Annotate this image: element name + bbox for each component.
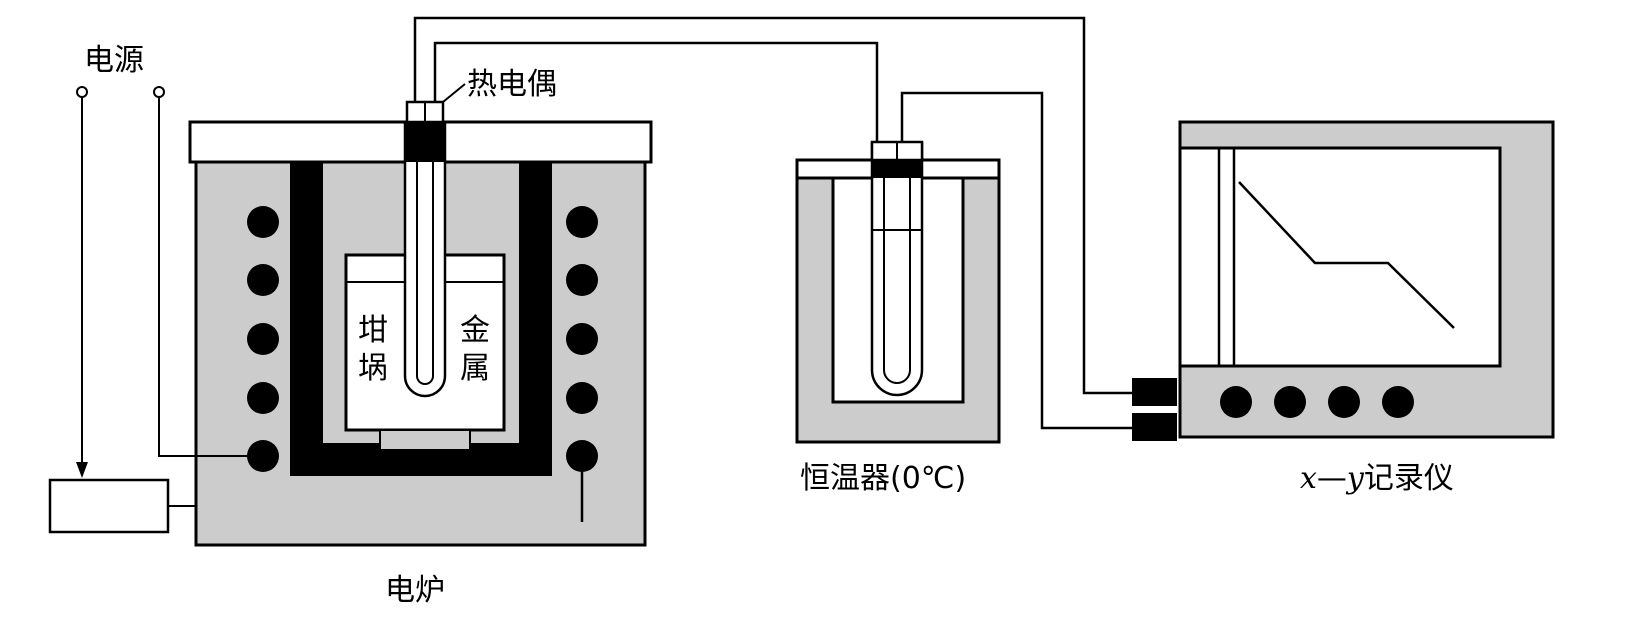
thermostat-label: 恒温器(0℃) [800, 461, 966, 496]
power-terminal-left [76, 86, 88, 98]
thermostat [795, 140, 1001, 444]
recorder-label-text: 记录仪 [1364, 461, 1454, 496]
power-source [48, 86, 263, 534]
cooling-curve [1238, 181, 1455, 329]
heating-coil-right-4 [566, 382, 598, 414]
arrow-head-icon [76, 462, 88, 478]
wire-thermocouple-to-thermostat [433, 41, 879, 142]
heating-coil-left-1 [247, 206, 279, 238]
thermocouple-tube-inner [416, 130, 434, 385]
thermocouple-probe [403, 100, 447, 398]
power-wire-right [158, 97, 263, 457]
thermocouple-seal [405, 122, 445, 162]
metal-label-1: 金 [460, 313, 490, 348]
heating-coil-left-3 [247, 323, 279, 355]
recorder-knob-1 [1220, 386, 1252, 418]
recorder-knob-2 [1274, 386, 1306, 418]
reference-tube-inner [883, 178, 911, 384]
controller-box [48, 478, 170, 534]
wire-thermostat-to-recorder [900, 91, 1137, 430]
recorder-input-jack-2 [1132, 413, 1177, 441]
thermocouple-label: 热电偶 [467, 67, 557, 102]
heating-coil-right-1 [566, 206, 598, 238]
reference-seal [872, 160, 922, 178]
power-source-label: 电源 [84, 43, 144, 78]
heating-coil-right-2 [566, 264, 598, 296]
reference-tube-outer [870, 142, 924, 397]
heating-coil-left-2 [247, 264, 279, 296]
crucible-base [379, 429, 471, 451]
thermocouple-tube-outer [403, 122, 447, 398]
recorder-screen [1178, 146, 1502, 368]
power-terminal-right [153, 86, 165, 98]
heating-coil-left-4 [247, 382, 279, 414]
recorder-label-x: x [1300, 461, 1317, 496]
recorder-knob-4 [1382, 386, 1414, 418]
wire-thermocouple-to-recorder [413, 16, 1137, 395]
furnace-label: 电炉 [385, 573, 445, 608]
heating-coil-right-3 [566, 323, 598, 355]
recorder-label-dash: — [1317, 461, 1347, 496]
furnace-liner [290, 162, 552, 476]
recorder-input-jack-1 [1132, 378, 1177, 406]
recorder-label: x—y记录仪 [1300, 461, 1454, 496]
crucible-label-2: 埚 [358, 351, 388, 386]
thermocouple-label-leader [442, 83, 466, 103]
recorder-knob-3 [1328, 386, 1360, 418]
xy-recorder [1132, 120, 1555, 441]
crucible-label-1: 坩 [358, 313, 388, 348]
metal-label-2: 属 [460, 351, 490, 386]
recorder-label-y: y [1345, 461, 1365, 496]
